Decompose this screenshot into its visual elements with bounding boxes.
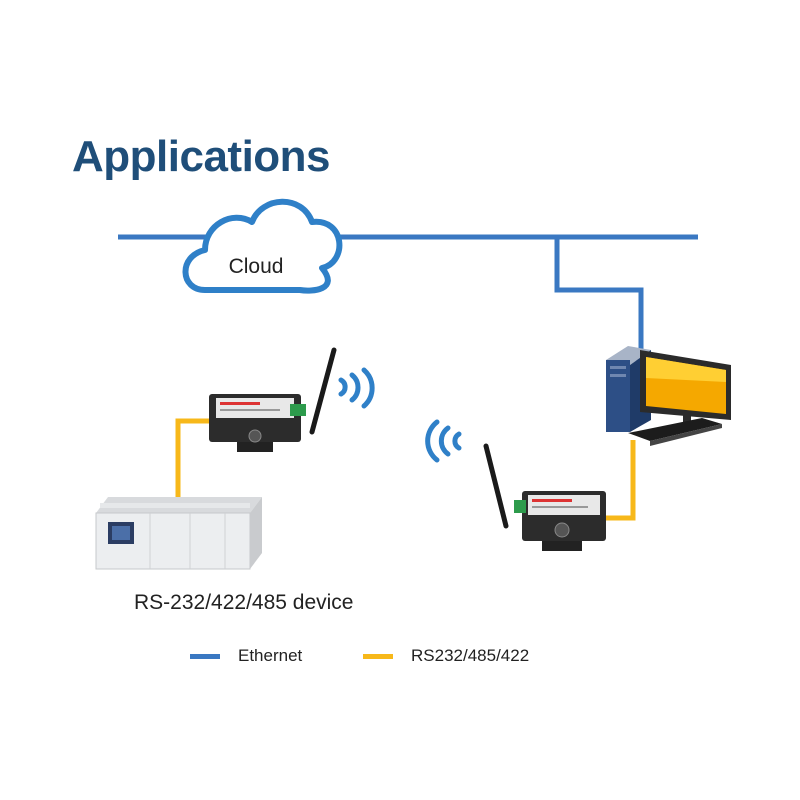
cloud-icon (182, 198, 343, 294)
serial-line-left (175, 418, 213, 497)
legend-swatch (363, 653, 393, 659)
desktop-computer-icon (606, 346, 731, 446)
legend-item-ethernet: Ethernet (190, 645, 302, 667)
legend-item-serial: RS232/485/422 (363, 645, 529, 667)
wifi-signal-icon (425, 419, 462, 463)
legend-label: RS232/485/422 (411, 646, 530, 665)
ethernet-branch-line (554, 237, 644, 350)
legend-label: Ethernet (238, 646, 303, 665)
antenna-icon (483, 443, 509, 529)
wireless-serial-server-1 (209, 347, 337, 452)
page-title: Applications (72, 132, 331, 181)
cloud-label: Cloud (229, 255, 284, 278)
wifi-signal-icon (338, 367, 375, 409)
plc-device-icon (95, 497, 262, 570)
antenna-icon (309, 347, 337, 435)
device-label: RS-232/422/485 device (134, 591, 354, 614)
serial-line-right (606, 440, 636, 521)
legend-swatch (190, 653, 220, 659)
wireless-serial-server-2 (483, 443, 606, 551)
